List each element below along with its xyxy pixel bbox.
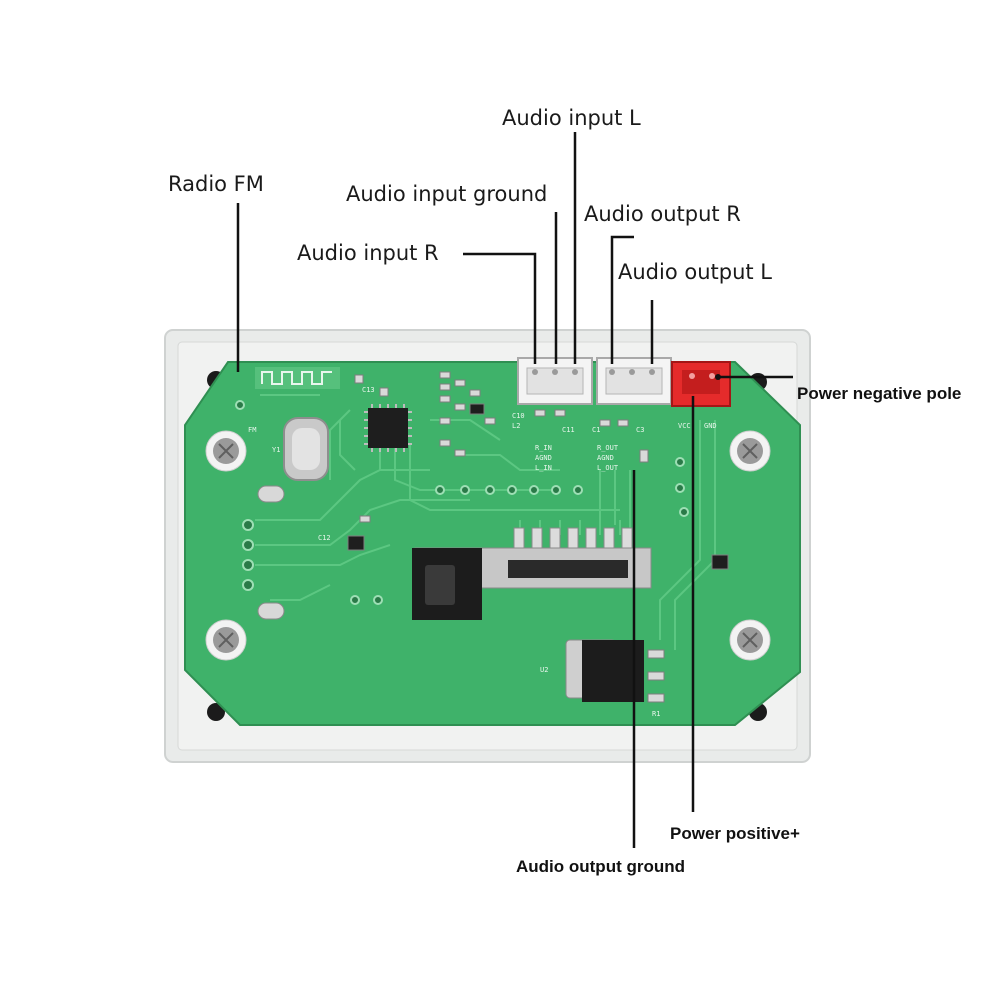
fm-antenna-trace (261, 371, 332, 385)
label-audio-input-l: Audio input L (502, 106, 641, 130)
ic-chip-pins (364, 404, 412, 452)
ic-chip (368, 408, 408, 448)
label-power-positive: Power positive+ (670, 824, 800, 843)
silk-c3: C3 (636, 426, 644, 434)
leader-power-negative-dot (715, 374, 721, 380)
silk-l-in: L_IN (535, 464, 552, 472)
smd-components (347, 371, 729, 570)
display-pins (513, 527, 633, 549)
silk-r1: R1 (652, 710, 660, 718)
silk-y1: Y1 (272, 446, 280, 454)
silk-c13: C13 (362, 386, 375, 394)
audio-input-connector (517, 357, 593, 405)
crystal-highlight (292, 428, 320, 470)
silk-fm: FM (248, 426, 256, 434)
leader-lines (236, 132, 793, 848)
leader-audio-input-r (463, 252, 537, 364)
label-audio-output-l: Audio output L (618, 260, 773, 284)
regulator-caps (647, 649, 665, 703)
audio-output-connector (596, 357, 672, 405)
pcb-screw-top-right (729, 430, 771, 472)
leader-audio-output-r (610, 235, 634, 364)
pcb-screw-bottom-left (205, 619, 247, 661)
silk-agnd-in: AGND (535, 454, 552, 462)
silk-l-out: L_OUT (597, 464, 619, 472)
silk-c11: C11 (562, 426, 575, 434)
label-audio-input-r: Audio input R (297, 241, 439, 265)
silk-c10: C10 (512, 412, 525, 420)
label-audio-output-ground: Audio output ground (516, 857, 685, 876)
silk-gnd: GND (704, 422, 717, 430)
ir-lens (425, 565, 455, 605)
via-row (235, 400, 689, 605)
silk-vcc: VCC (678, 422, 691, 430)
mounting-slot-lower (257, 602, 285, 620)
label-power-negative-pole: Power negative pole (797, 384, 962, 403)
silk-c1: C1 (592, 426, 600, 434)
card-slot-contacts (508, 560, 628, 578)
silk-agnd-out: AGND (597, 454, 614, 462)
label-audio-input-ground: Audio input ground (346, 182, 548, 206)
silk-r-in: R_IN (535, 444, 552, 452)
corner-hole-bottom-left (207, 703, 225, 721)
silk-u2: U2 (540, 666, 548, 674)
pcb-screw-top-left (205, 430, 247, 472)
pcb-screw-bottom-right (729, 619, 771, 661)
silk-r-out: R_OUT (597, 444, 619, 452)
label-radio-fm: Radio FM (168, 172, 264, 196)
pcb-board (184, 361, 801, 726)
mounting-slot-upper (257, 485, 285, 503)
silk-l2: L2 (512, 422, 520, 430)
silk-c12: C12 (318, 534, 331, 542)
power-connector (671, 361, 731, 407)
fm-antenna-area (255, 367, 340, 389)
label-audio-output-r: Audio output R (584, 202, 741, 226)
